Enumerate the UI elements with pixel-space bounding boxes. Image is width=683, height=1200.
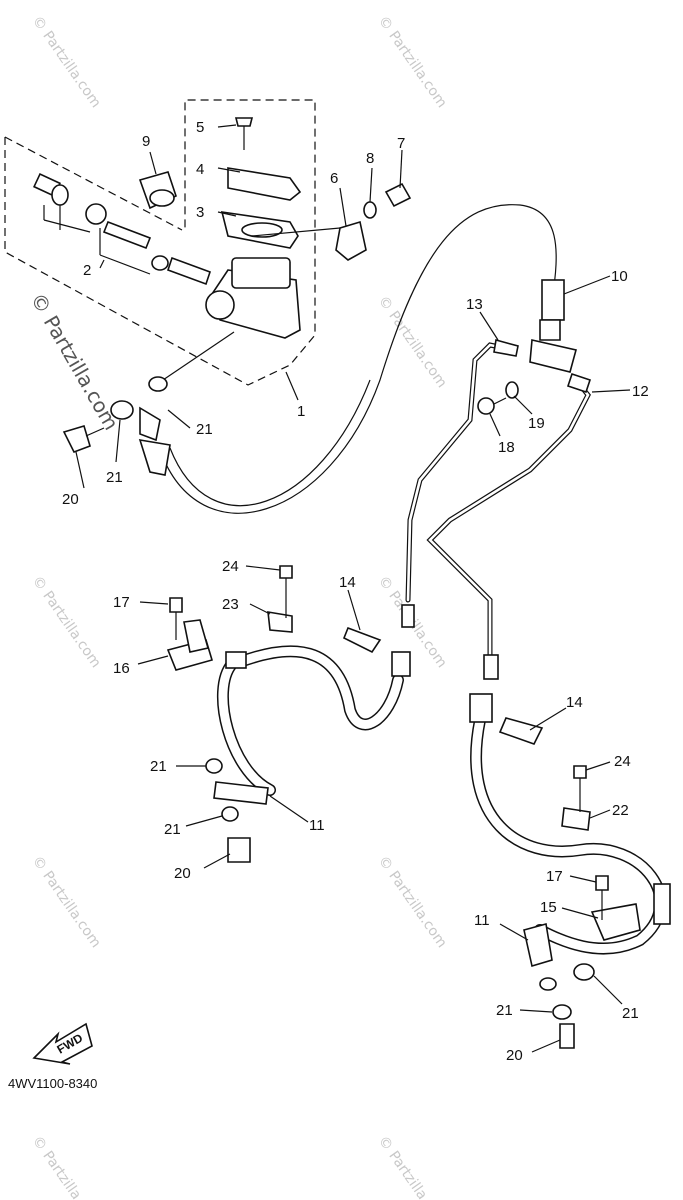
callout-14: 14 [339,574,356,591]
diagram-code: 4WV1100-8340 [8,1076,97,1091]
brake-pipes [401,338,592,680]
callout-7: 7 [397,135,405,152]
callout-16: 16 [113,660,130,677]
callout-11b: 11 [474,912,490,929]
callout-20: 20 [62,491,79,508]
callout-23: 23 [222,596,239,613]
brake-hose-10 [159,204,577,514]
callout-6: 6 [330,170,338,187]
callout-5: 5 [196,119,204,136]
callout-9: 9 [142,133,150,150]
watermark: © Partzilla.com [29,13,104,111]
master-cylinder-parts [33,117,412,383]
callout-17: 17 [113,594,130,611]
callout-21e: 21 [622,1005,639,1022]
callout-20c: 20 [506,1047,523,1064]
copyright-watermark: © Partzilla.com [26,289,124,435]
callout-22: 22 [612,802,629,819]
callout-21d: 21 [164,821,181,838]
callout-1: 1 [297,403,305,420]
callout-21: 21 [196,421,213,438]
leader-lines [75,124,631,1053]
callout-24b: 24 [614,753,631,770]
fwd-arrow-icon [32,1022,93,1065]
callout-12: 12 [632,383,649,400]
brake-hose-11-left [166,565,411,863]
callout-21c: 21 [150,758,167,775]
watermark: © Partzilla.com [375,1133,450,1200]
callout-20b: 20 [174,865,191,882]
callout-11: 11 [309,817,325,834]
callout-15: 15 [540,899,557,916]
callout-21f: 21 [496,1002,513,1019]
callout-10: 10 [611,268,628,285]
callout-3: 3 [196,204,204,221]
callout-13: 13 [466,296,483,313]
callout-4: 4 [196,161,204,178]
callout-18: 18 [498,439,515,456]
callout-17b: 17 [546,868,563,885]
callout-2: 2 [83,262,91,279]
fwd-indicator: FWD [32,1022,93,1065]
callout-24: 24 [222,558,239,575]
callout-8: 8 [366,150,374,167]
watermark: © Partzilla.com [29,853,104,951]
assembly-outlines [4,99,316,386]
watermark: © Partzilla.com [375,293,450,391]
watermark: © Partzilla.com [29,573,104,671]
callout-14b: 14 [566,694,583,711]
watermark: © Partzilla.com [375,13,450,111]
watermark: © Partzilla.com [375,853,450,951]
left-hose-end [62,376,171,476]
watermark: © Partzilla.com [29,1133,104,1200]
brake-hose-11-right [469,693,671,1049]
callout-labels: 1 2 3 4 5 6 7 8 9 10 11 11 12 13 14 14 1… [62,119,649,1064]
callout-19: 19 [528,415,545,432]
callout-21b: 21 [106,469,123,486]
